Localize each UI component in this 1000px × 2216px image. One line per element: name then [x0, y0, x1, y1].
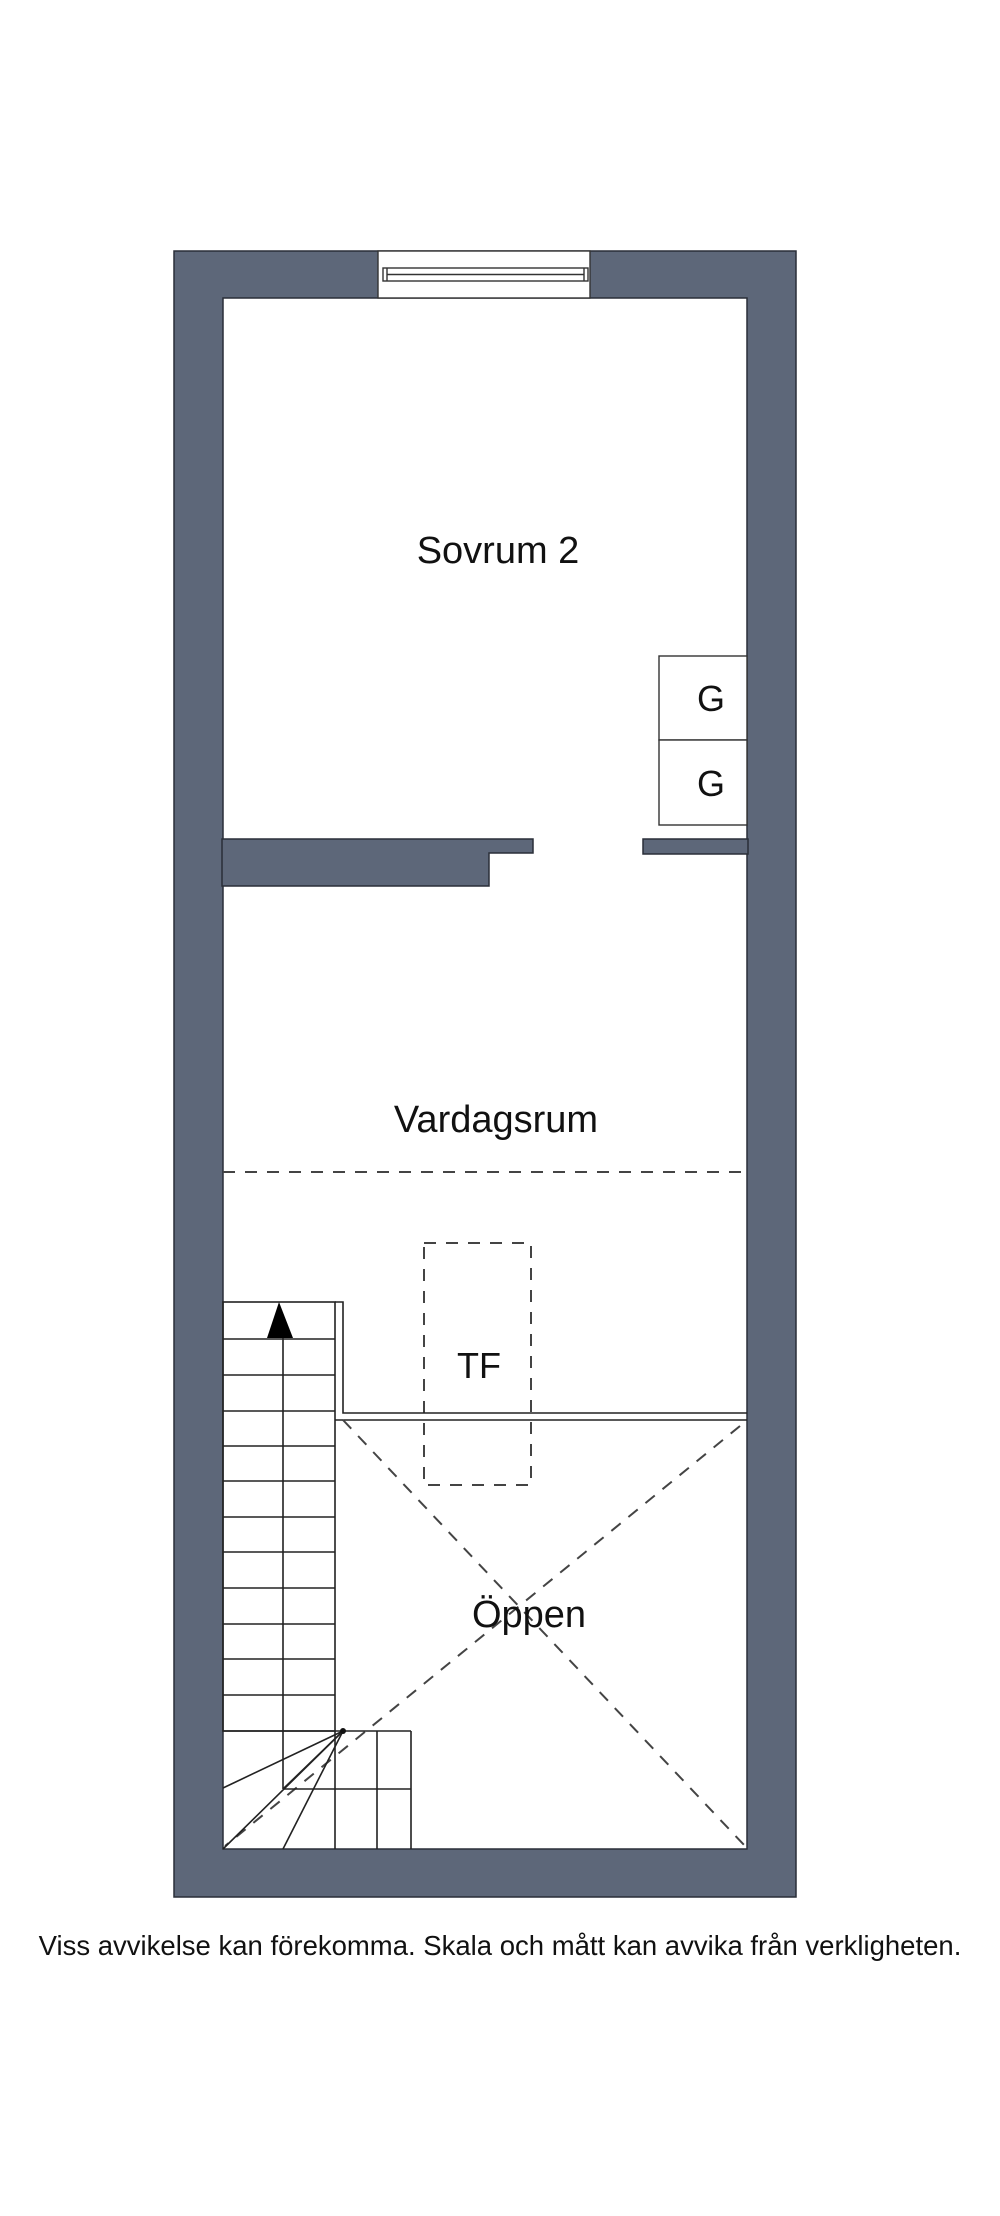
window [377, 250, 591, 299]
railing [335, 1301, 747, 1421]
wardrobe-label-1: G [697, 678, 725, 719]
disclaimer-text: Viss avvikelse kan förekomma. Skala och … [38, 1930, 962, 1961]
roof-hatch-label: TF [457, 1345, 501, 1386]
wardrobe-2 [658, 739, 748, 826]
wardrobe-1 [658, 655, 748, 741]
room-label-open-void: Öppen [472, 1594, 586, 1636]
partition-wall-left [221, 838, 534, 887]
partition-wall-right [642, 838, 749, 855]
staircase [222, 1301, 412, 1850]
room-label-bedroom: Sovrum 2 [417, 530, 580, 572]
room-label-living-room: Vardagsrum [394, 1099, 598, 1141]
stair-up-arrow-icon [267, 1302, 293, 1338]
open-void-cross [224, 1419, 746, 1847]
wardrobe-label-2: G [697, 763, 725, 804]
exterior-walls [173, 250, 797, 1898]
roof-hatch-outline [423, 1242, 532, 1486]
